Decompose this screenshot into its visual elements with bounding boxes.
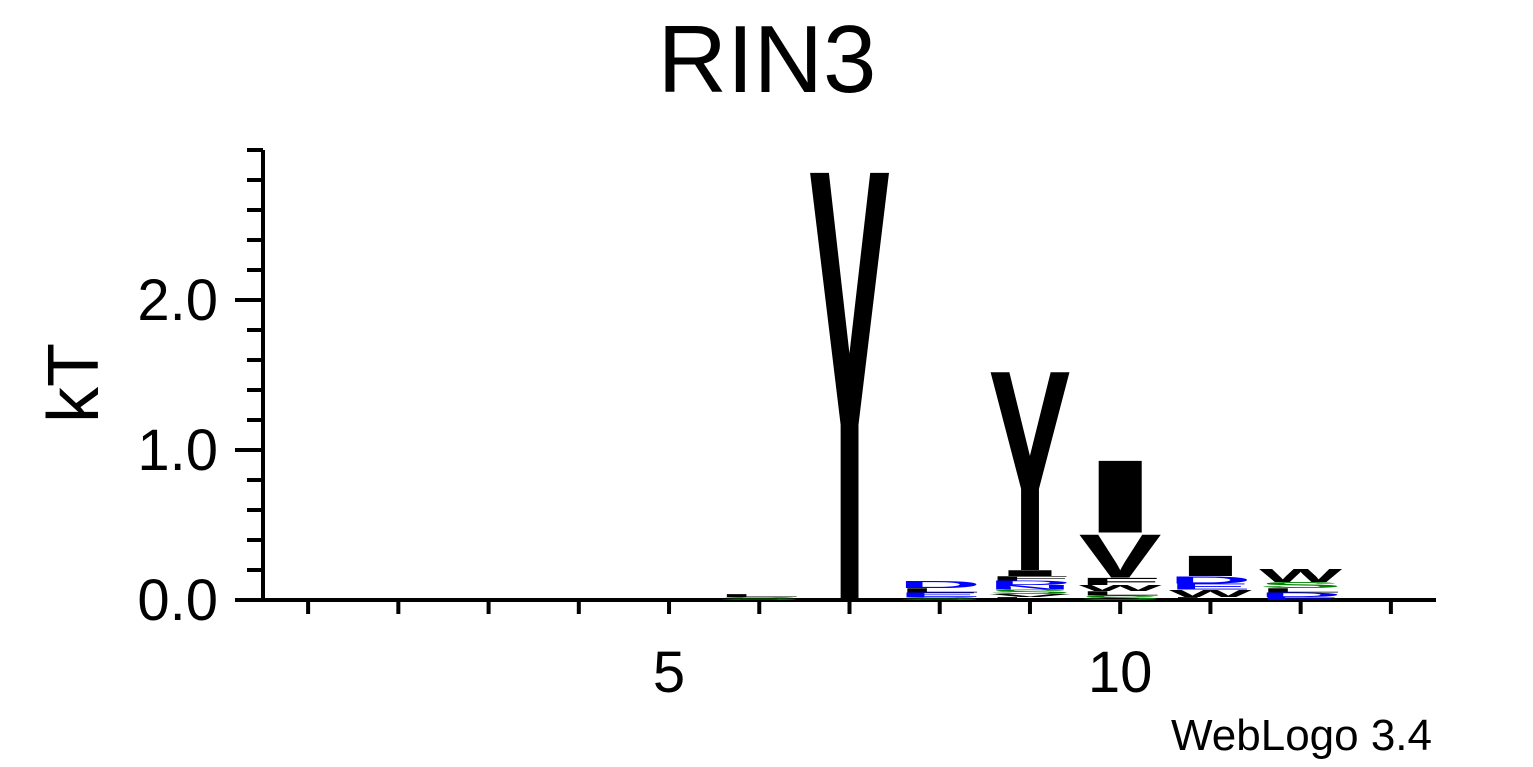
logo-letter-V: V (1079, 521, 1162, 591)
x-tick-label: 10 (1088, 640, 1153, 705)
y-axis-label: kT (34, 343, 114, 423)
logo-letter-Y: Y (808, 38, 891, 731)
logo-letter-W: W (1259, 565, 1342, 586)
logo-letter-D: D (988, 579, 1071, 586)
weblogo-credit: WebLogo 3.4 (1171, 711, 1432, 760)
logo-letter-E: E (1169, 582, 1252, 591)
logo-letter-L: L (1079, 590, 1162, 597)
logo-letter-I: I (1079, 439, 1162, 555)
x-axis: 5 10 (261, 598, 1436, 705)
logo-letter-S: S (898, 596, 981, 601)
logo-letter-W: W (1169, 588, 1253, 600)
logo-letter-V: V (988, 593, 1071, 598)
y-tick-label: 1.0 (137, 418, 218, 483)
logo-letter-S: S (1259, 580, 1342, 589)
logo-letter-L: L (1169, 596, 1252, 601)
logo-letter-D: D (898, 579, 981, 591)
logo-letter-E: E (1259, 596, 1342, 601)
x-tick-label: 5 (653, 640, 685, 705)
logo-letter-N: N (988, 584, 1071, 591)
logo-column-7: Y (808, 38, 891, 731)
logo-letter-D: D (1259, 591, 1342, 598)
logo-letter-S: S (988, 588, 1071, 595)
logo-letter-L: L (1259, 587, 1342, 594)
logo-letter-F: F (988, 575, 1071, 582)
logo-letter-S: S (718, 596, 801, 601)
logo-column-6: SL (718, 593, 801, 601)
logo-letter-Y: Y (988, 309, 1071, 631)
logo-letter-F: F (1079, 576, 1162, 588)
logo-letter-I: I (988, 568, 1071, 577)
logo-letter-E: E (898, 591, 981, 598)
y-tick-label: 2.0 (137, 268, 218, 333)
logo-letter-L: L (898, 587, 981, 594)
chart-title: RIN3 (658, 6, 877, 113)
y-tick-label: 0.0 (137, 568, 218, 633)
logo-letter-I: I (1169, 550, 1252, 583)
logo-letter-W: W (1079, 584, 1162, 593)
y-axis: 0.0 1.0 2.0 (137, 148, 265, 633)
logo-letter-L: L (988, 596, 1071, 601)
logo-letter-L: L (718, 593, 801, 598)
logo-letter-S: S (1079, 594, 1162, 601)
logo-letter-D: D (1169, 574, 1252, 586)
